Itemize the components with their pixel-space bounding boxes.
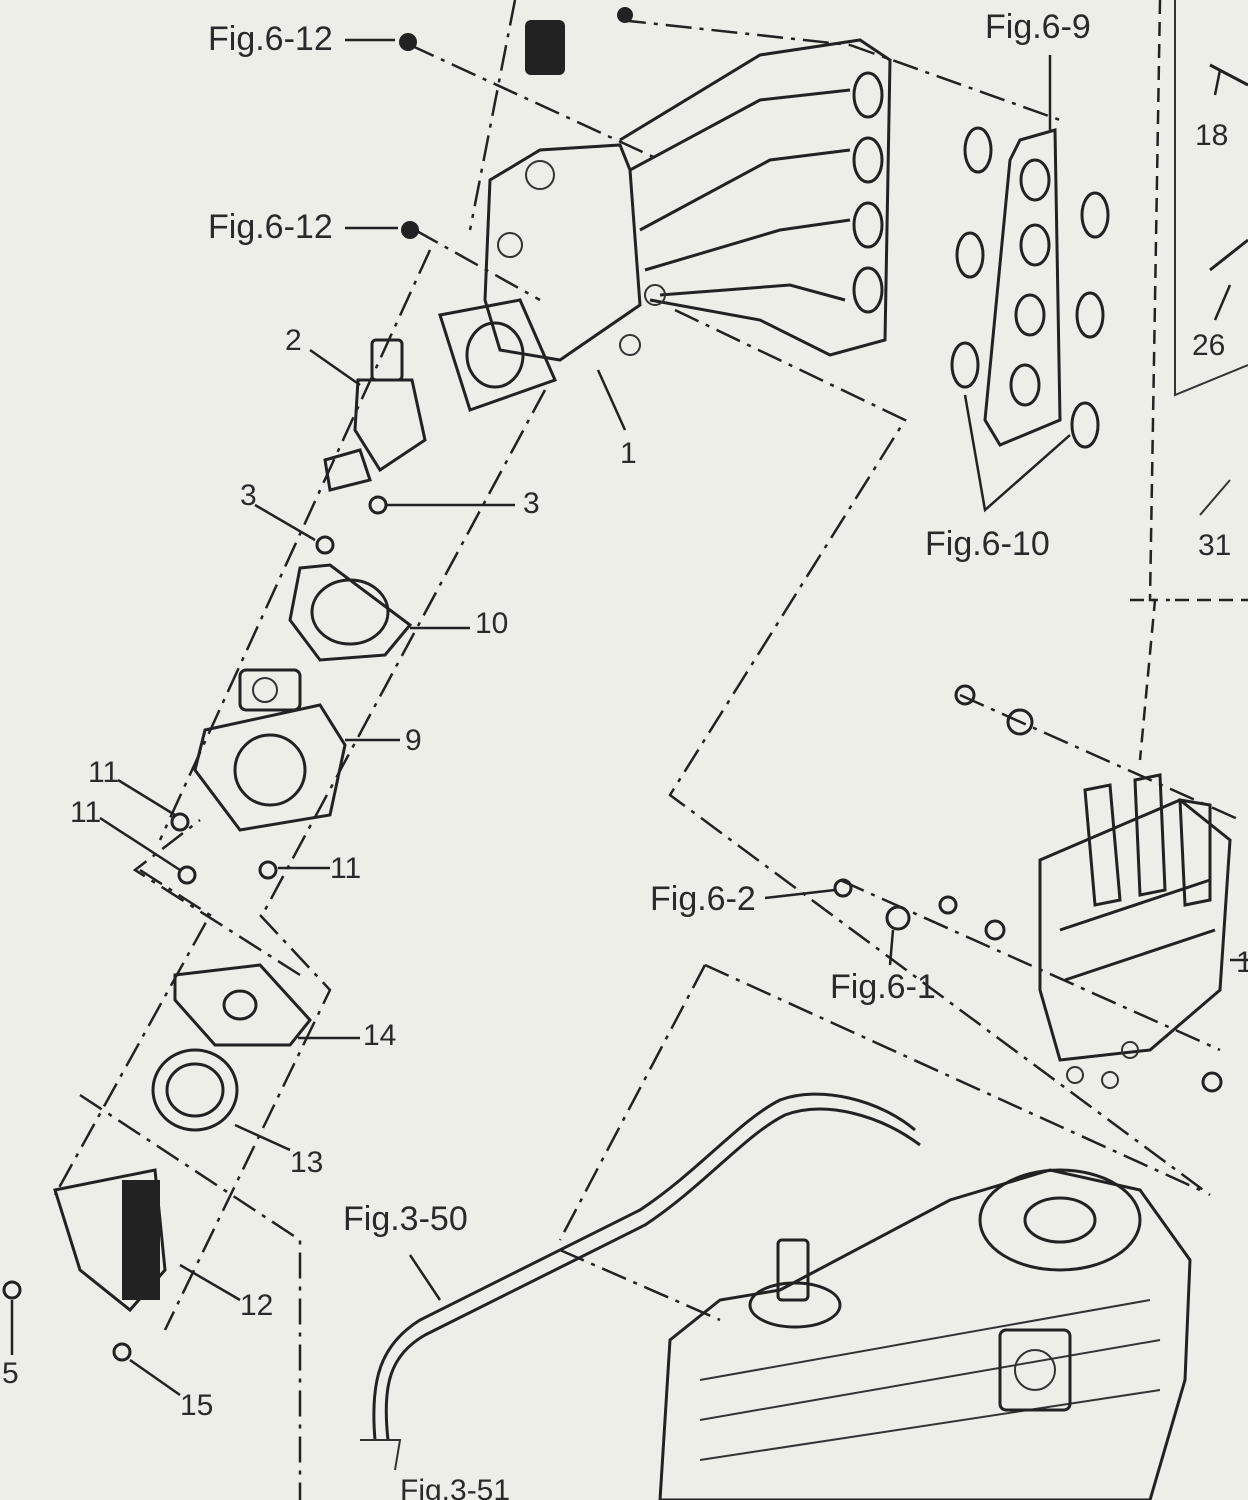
- part-3a-label: 3: [240, 479, 257, 512]
- fig3-50-label: Fig.3-50: [343, 1200, 468, 1238]
- fig6-12-mid-label: Fig.6-12: [208, 208, 333, 246]
- idle-air-valve-icon: [323, 338, 427, 492]
- diagram-labels: Fig.6-12 Fig.6-12 Fig.6-9 Fig.6-10 Fig.6…: [2, 8, 1248, 1500]
- bracket-icon: [53, 1168, 167, 1313]
- fuel-hose-icon: [360, 1092, 921, 1471]
- part-1-right-label: 1: [1236, 946, 1248, 979]
- part-11b-label: 11: [70, 796, 101, 829]
- part-5-label: 5: [2, 1357, 19, 1390]
- part-10-label: 10: [475, 607, 508, 640]
- assembly-outline-lines: [53, 0, 1248, 1500]
- part-18-label: 18: [1195, 119, 1228, 152]
- part-13-label: 13: [290, 1146, 323, 1179]
- part-9-label: 9: [405, 724, 422, 757]
- part-14-label: 14: [363, 1019, 396, 1052]
- fig6-1-label: Fig.6-1: [830, 968, 936, 1006]
- intake-manifold-icon: [438, 38, 892, 412]
- fuel-rail-injector-icon: [1038, 773, 1232, 1089]
- seal-ring-icon: [151, 1048, 239, 1132]
- part-3b-label: 3: [523, 487, 540, 520]
- o-ring-seals-icon: [950, 126, 1110, 449]
- flange-plate-icon: [173, 963, 312, 1047]
- part-2-label: 2: [285, 324, 302, 357]
- fig6-2-label: Fig.6-2: [650, 880, 756, 918]
- part-11a-label: 11: [88, 756, 119, 789]
- bolts-icon: [2, 7, 1223, 1362]
- part-1-label: 1: [620, 437, 637, 470]
- leader-lines: [10, 38, 1248, 1397]
- fig3-51-label: Fig.3-51: [400, 1474, 510, 1500]
- part-11c-label: 11: [330, 852, 361, 885]
- part-26-label: 26: [1192, 329, 1225, 362]
- fig6-12-top-label: Fig.6-12: [208, 20, 333, 58]
- part-31-label: 31: [1198, 529, 1231, 562]
- fig6-10-label: Fig.6-10: [925, 525, 1050, 563]
- part-12-label: 12: [240, 1289, 273, 1322]
- engine-block-icon: [658, 1168, 1192, 1500]
- part-15-label: 15: [180, 1389, 213, 1422]
- fig6-9-label: Fig.6-9: [985, 8, 1091, 46]
- throttle-body-icon: [193, 668, 347, 832]
- inset-parts-icon: [1174, 0, 1248, 516]
- throttle-gasket-icon: [288, 563, 413, 662]
- manifold-gasket-icon: [983, 128, 1062, 447]
